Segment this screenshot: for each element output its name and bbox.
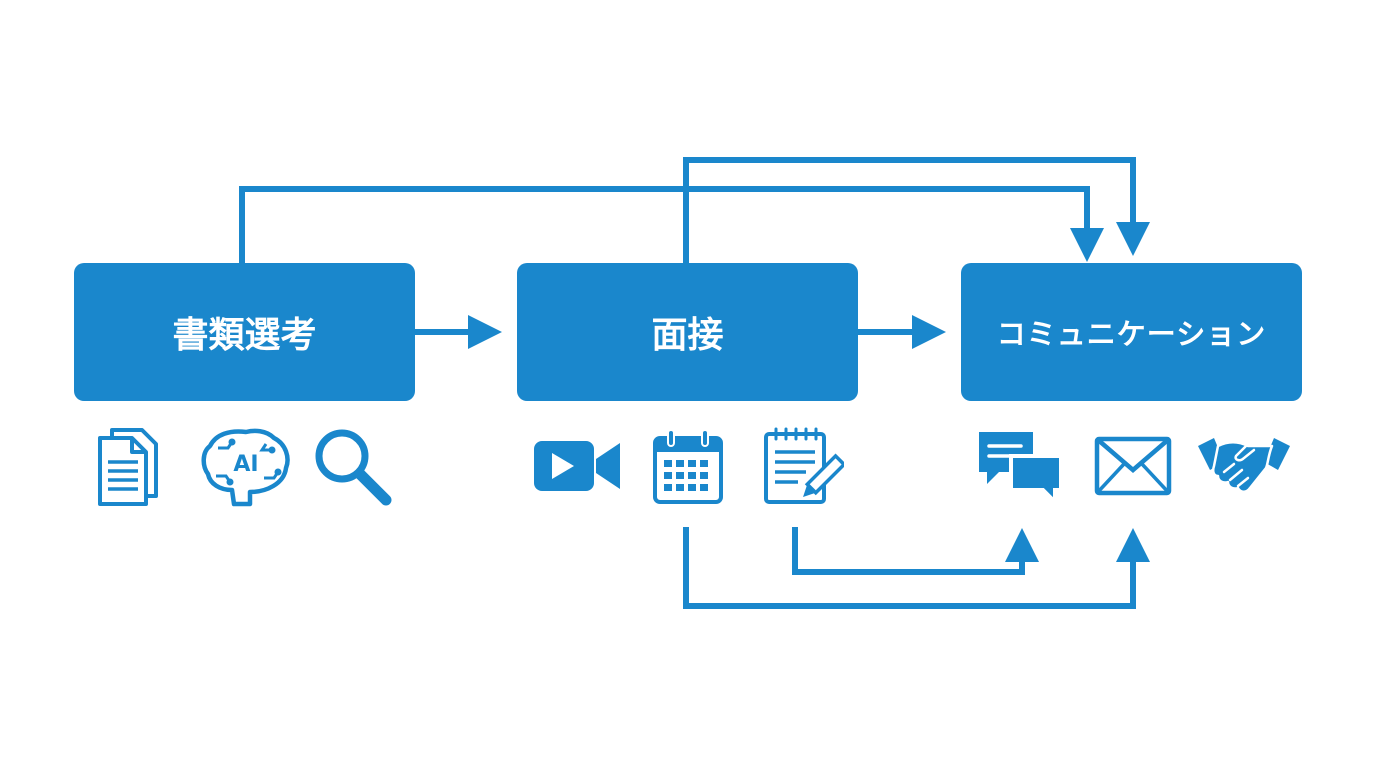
arrowhead-up-to-chat bbox=[1005, 528, 1039, 562]
connector-mensetsu-to-comm bbox=[683, 157, 1136, 263]
step-label-mensetsu: 面接 bbox=[651, 315, 724, 356]
arrowhead-to-comm bbox=[912, 315, 946, 349]
connector-calendar-to-envelope bbox=[683, 527, 1136, 609]
step-box-mensetsu: 面接 bbox=[517, 263, 858, 401]
notepad-pencil-icon bbox=[764, 427, 844, 504]
video-camera-icon bbox=[534, 441, 620, 491]
arrowhead-into-comm-left bbox=[1070, 228, 1104, 262]
step-label-communication: コミュニケーション bbox=[996, 317, 1267, 351]
step-box-communication: コミュニケーション bbox=[961, 263, 1302, 401]
calendar-icon bbox=[653, 429, 723, 504]
arrowhead-up-to-envelope bbox=[1116, 528, 1150, 562]
ai-brain-icon: AI bbox=[201, 428, 290, 507]
chat-bubbles-icon bbox=[979, 432, 1063, 506]
arrowhead-into-comm-right bbox=[1116, 222, 1150, 256]
envelope-icon bbox=[1094, 436, 1172, 496]
step-box-shorui: 書類選考 bbox=[74, 263, 415, 401]
step-label-shorui: 書類選考 bbox=[172, 315, 317, 356]
document-stack-icon bbox=[98, 428, 158, 506]
magnifier-icon bbox=[315, 429, 392, 506]
ai-brain-text: AI bbox=[233, 452, 258, 477]
arrowhead-to-mensetsu bbox=[468, 315, 502, 349]
handshake-icon bbox=[1198, 438, 1290, 493]
connector-notepad-to-chat bbox=[792, 527, 1025, 575]
connector-shorui-to-comm bbox=[239, 186, 1090, 263]
